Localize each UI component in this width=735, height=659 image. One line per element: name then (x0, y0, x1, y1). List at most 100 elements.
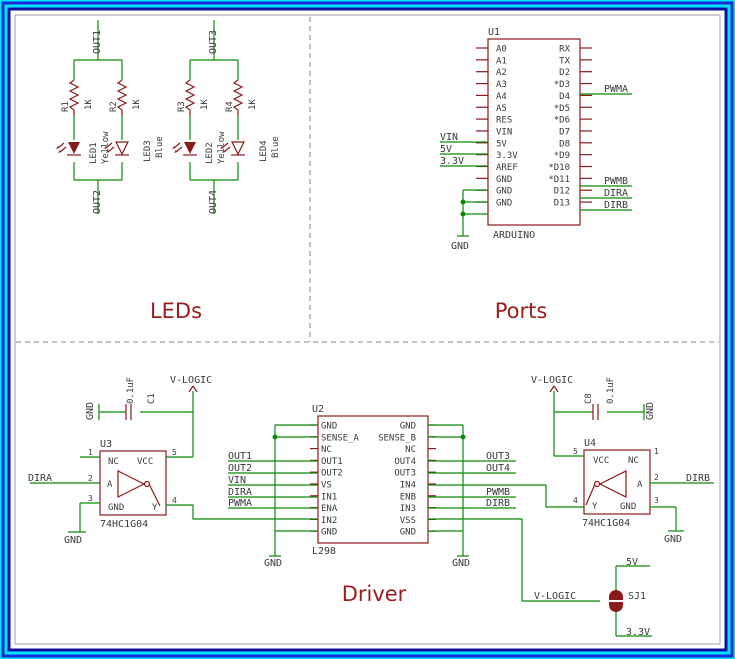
color-led2: Yellow (217, 131, 227, 164)
arduino-left-pin-label: A3 (496, 80, 507, 90)
net-label-l298-pwmb: PWMB (486, 487, 510, 498)
section-title-driver: Driver (342, 582, 407, 606)
arduino-left-pin-label: RES (496, 116, 512, 126)
net-label-dirb: DIRB (604, 200, 628, 211)
arduino-right-pin-label: *D11 (548, 175, 570, 185)
ref-led1: LED1 (89, 142, 99, 164)
net-label-l298-gnd-left: GND (264, 558, 282, 569)
l298-right-pin-label: ENB (400, 492, 416, 502)
u3-ref: U3 (100, 439, 112, 450)
ref-c1: C1 (147, 393, 157, 404)
u4-a: A (637, 480, 643, 490)
l298-right-pin-label: IN3 (400, 504, 416, 514)
net-label-vin: VIN (440, 132, 458, 143)
u4-pin-3: 3 (654, 496, 659, 505)
arduino-left-pin-label: AREF (496, 163, 518, 173)
u4-pin-5: 5 (573, 447, 578, 456)
u4-pin-2: 2 (654, 473, 659, 482)
net-label-u3-gnd: GND (64, 535, 82, 546)
vlogic-arrow-left (188, 385, 198, 393)
net-label-u4-gnd: GND (664, 534, 682, 545)
ref-led4: LED4 (259, 140, 269, 162)
arduino-left-pin-label: A2 (496, 68, 507, 78)
l298-right-pin-label: SENSE_B (378, 433, 416, 443)
arduino-right-pin-label: *D10 (548, 163, 570, 173)
arduino-left-pin-label: GND (496, 175, 512, 185)
net-label-u4-dirb: DIRB (686, 473, 710, 484)
l298-right-pin-label: GND (400, 528, 416, 538)
arduino-left-pin-label: 3.3V (496, 151, 518, 161)
section-title-ports: Ports (495, 299, 548, 323)
net-label-out4: OUT4 (208, 190, 219, 214)
u4-pin-4: 4 (573, 496, 578, 505)
u3-a: A (107, 480, 113, 490)
resistor-r4 (232, 79, 244, 116)
net-label-3v3: 3.3V (440, 156, 464, 167)
arduino-left-pin-label: VIN (496, 127, 512, 137)
inverter-gate-icon-u4 (585, 470, 627, 506)
value-r1: 1K (84, 99, 94, 110)
value-c8: 0.1uF (606, 377, 616, 404)
arduino-right-pin-label: *D5 (554, 104, 570, 114)
u3-pin-4: 4 (172, 496, 177, 505)
u4-gnd: GND (620, 502, 636, 512)
led-icon-led2 (172, 142, 197, 156)
u3-pin-2: 2 (88, 474, 93, 483)
u4-nc: NC (628, 456, 639, 466)
arduino-left-pin-label: A5 (496, 104, 507, 114)
net-label-vlogic-right: V-LOGIC (531, 375, 573, 386)
junction-gnd-2 (460, 211, 466, 217)
net-label-l298-out4: OUT4 (486, 463, 510, 474)
net-label-arduino-gnd: GND (451, 241, 469, 252)
l298-name: L298 (312, 546, 336, 557)
net-label-out1: OUT1 (92, 30, 103, 54)
l298-left-pin-label: OUT1 (321, 457, 343, 467)
l298-left-pin-label: IN2 (321, 516, 337, 526)
arduino-right-pin-label: *D3 (554, 80, 570, 90)
arduino-left-pin-label: 5V (496, 139, 507, 149)
net-label-l298-out3: OUT3 (486, 451, 510, 462)
arduino-right-pin-label: D4 (559, 92, 570, 102)
arduino-right-pin-label: D12 (554, 187, 570, 197)
arduino-ref: U1 (488, 27, 500, 38)
ref-sj1: SJ1 (628, 591, 646, 602)
u3-part: 74HC1G04 (100, 519, 148, 530)
u4-pin-1: 1 (654, 447, 659, 456)
ref-r4: R4 (225, 101, 235, 112)
section-title-leds: LEDs (150, 299, 202, 323)
led-icon-led3 (104, 141, 129, 156)
led-icon-led1 (56, 142, 81, 156)
l298-right-pin-label: IN4 (400, 481, 416, 491)
arduino-right-pin-label: *D9 (554, 151, 570, 161)
l298-right-pin-label: OUT3 (394, 469, 416, 479)
arduino-left-pin-label: A0 (496, 45, 507, 55)
inner-border (14, 14, 721, 645)
arduino-name: ARDUINO (493, 230, 535, 241)
u4-vcc: VCC (593, 456, 609, 466)
net-label-l298-pwma: PWMA (228, 498, 252, 509)
net-label-l298-dira: DIRA (228, 487, 252, 498)
junction-l298-gnd-r (460, 434, 466, 440)
l298-right-pin-label: OUT4 (394, 457, 416, 467)
resistor-r1 (68, 79, 80, 116)
l298-left-pin-label: SENSE_A (321, 433, 360, 443)
resistor-r2 (116, 79, 128, 116)
net-label-l298-gnd-right: GND (452, 558, 470, 569)
arduino-u1: U1 ARDUINO A0A1A2A3A4A5RESVIN5V3.3VAREFG… (440, 27, 632, 252)
l298-left-pin-label: ENA (321, 504, 338, 514)
u3-y: Y (152, 503, 158, 513)
ref-r2: R2 (109, 101, 119, 112)
net-label-l298-out1: OUT1 (228, 451, 252, 462)
color-led3: Blue (155, 136, 165, 158)
u4-y: Y (592, 502, 598, 512)
arduino-right-pin-label: TX (559, 56, 570, 66)
l298-left-pin-label: OUT2 (321, 469, 343, 479)
u3-pin-3: 3 (88, 494, 93, 503)
inverter-u4: U4 74HC1G04 VCC NC GND A Y 5 4 1 2 3 DIR… (554, 438, 714, 545)
u3-nc: NC (108, 457, 119, 467)
net-label-out2: OUT2 (92, 190, 103, 214)
